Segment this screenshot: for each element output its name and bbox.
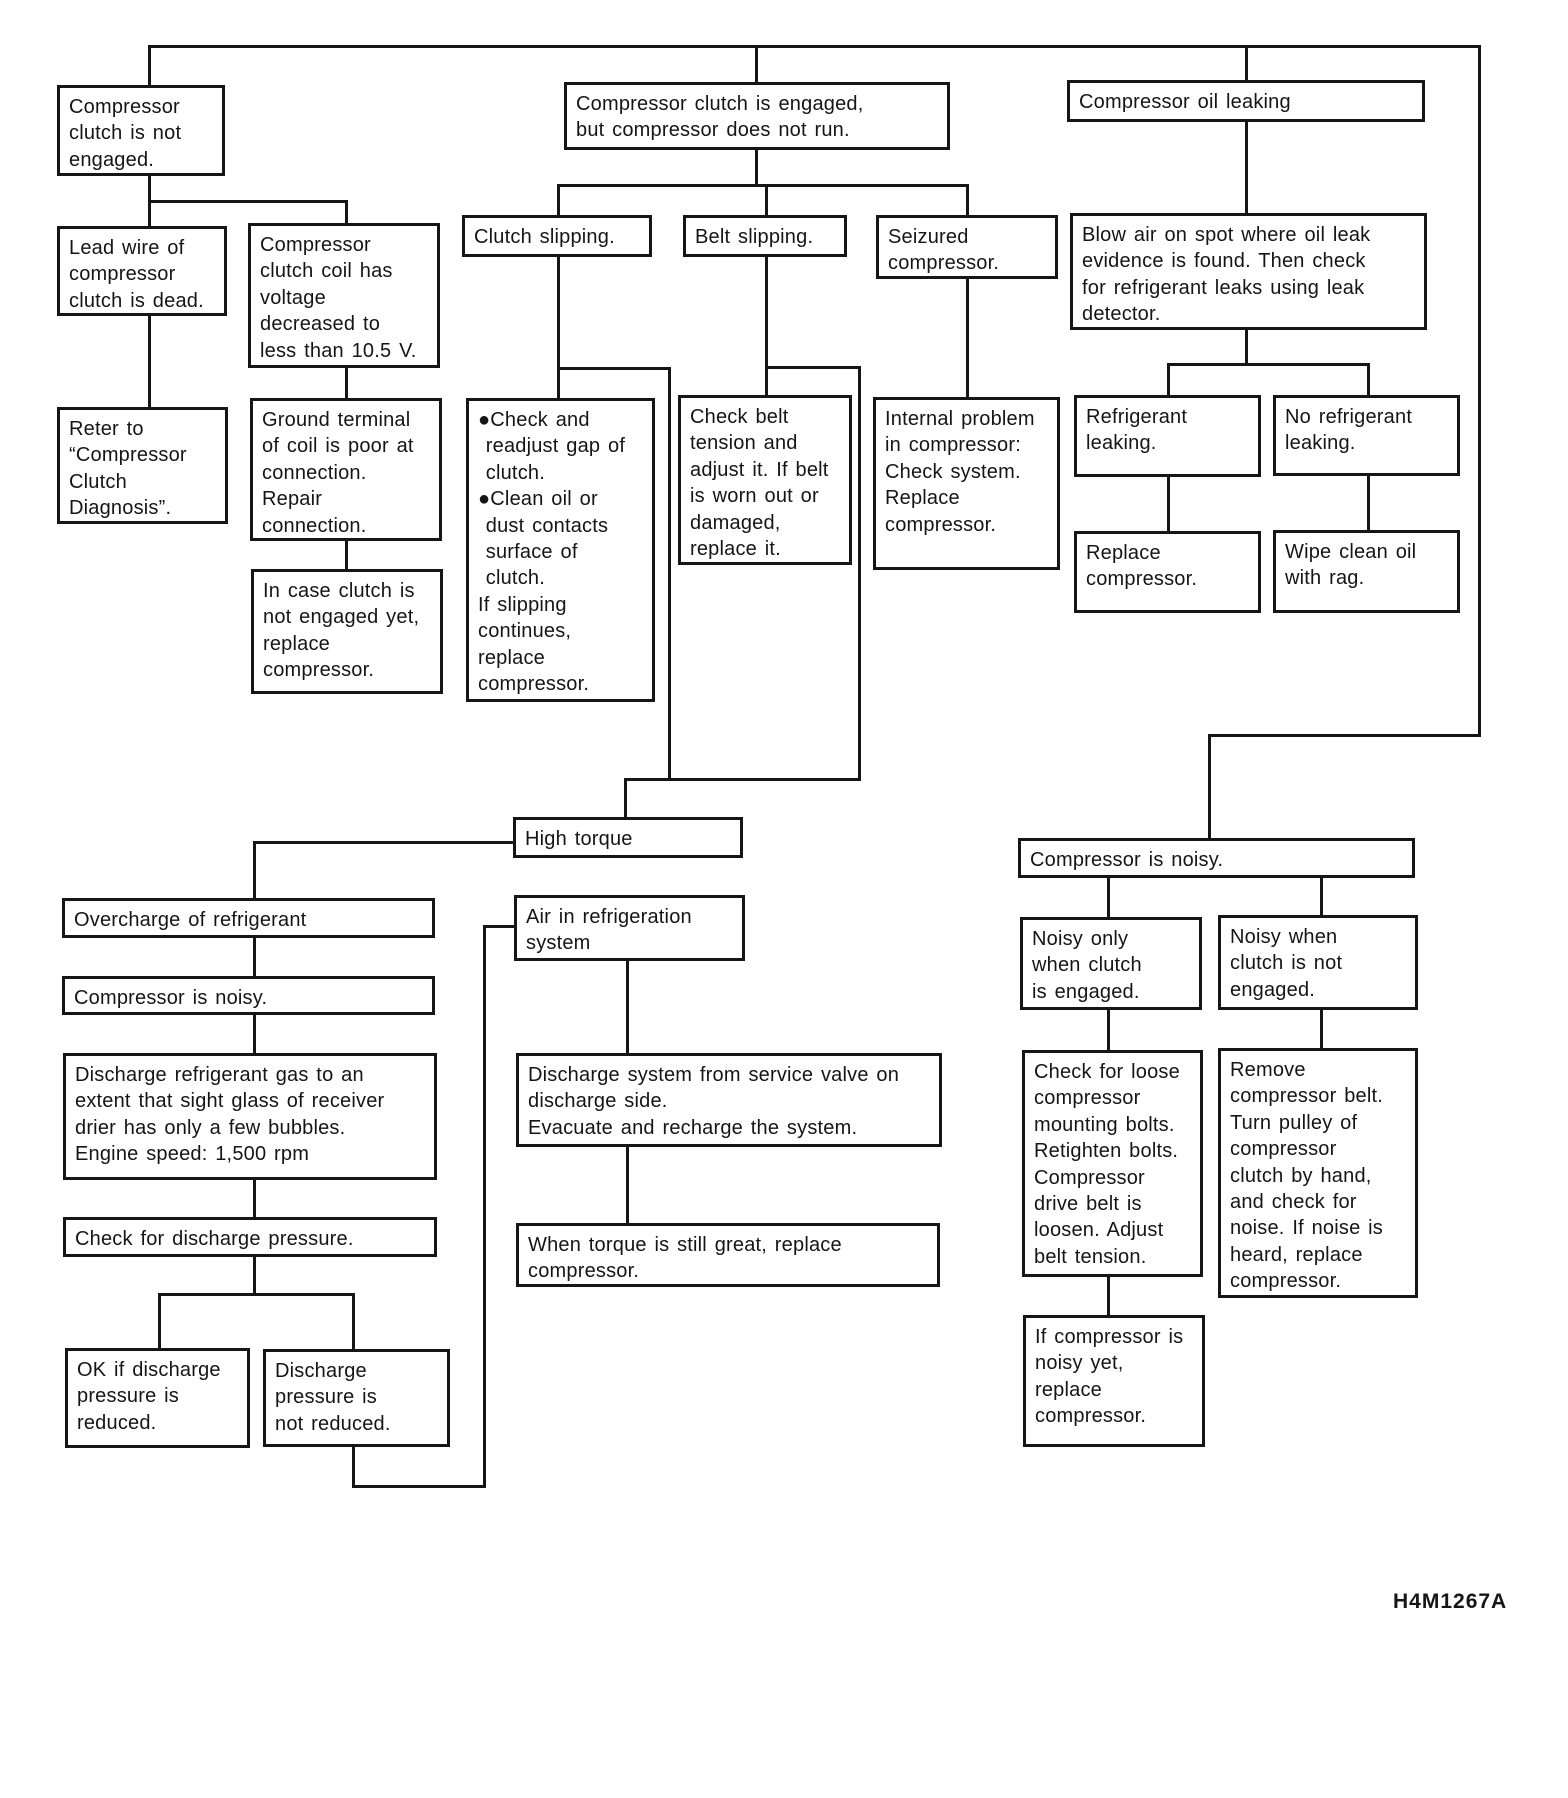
connector — [158, 1293, 161, 1348]
node-belt-slipping: Belt slipping. — [683, 215, 847, 257]
connector — [765, 257, 768, 395]
connector — [966, 279, 969, 397]
connector — [1107, 1277, 1110, 1315]
node-coil-voltage-low: Compressor clutch coil has voltage decre… — [248, 223, 440, 368]
node-noisy-clutch-engaged: Noisy only when clutch is engaged. — [1020, 917, 1202, 1010]
connector — [1478, 45, 1481, 737]
figure-code: H4M1267A — [1393, 1590, 1508, 1613]
connector — [1167, 363, 1370, 366]
connector — [253, 841, 513, 844]
connector — [966, 184, 969, 215]
connector — [1107, 1010, 1110, 1050]
connector — [765, 184, 768, 215]
connector — [1245, 45, 1248, 80]
connector — [352, 1293, 355, 1349]
connector — [765, 366, 861, 369]
node-noisy-clutch-not-engaged: Noisy when clutch is not engaged. — [1218, 915, 1418, 1010]
connector — [626, 961, 629, 1053]
connector — [1208, 734, 1481, 737]
node-clutch-slipping-actions: ●Check and readjust gap of clutch. ●Clea… — [466, 398, 655, 702]
node-oil-leaking: Compressor oil leaking — [1067, 80, 1425, 122]
connector — [755, 150, 758, 187]
node-internal-problem: Internal problem in compressor: Check sy… — [873, 397, 1060, 570]
connector — [1320, 1010, 1323, 1048]
node-torque-still-great-replace: When torque is still great, replace comp… — [516, 1223, 940, 1287]
node-pressure-not-reduced: Discharge pressure is not reduced. — [263, 1349, 450, 1447]
connector — [1367, 476, 1370, 530]
connector — [668, 367, 671, 781]
node-check-discharge-pressure: Check for discharge pressure. — [63, 1217, 437, 1257]
connector — [1367, 363, 1370, 395]
connector — [624, 778, 861, 781]
connector — [253, 1015, 256, 1053]
node-belt-tension-actions: Check belt tension and adjust it. If bel… — [678, 395, 852, 565]
connector — [557, 367, 671, 370]
node-clutch-slipping: Clutch slipping. — [462, 215, 652, 257]
node-air-in-system: Air in refrigeration system — [514, 895, 745, 961]
node-still-noisy-replace: If compressor is noisy yet, replace comp… — [1023, 1315, 1205, 1447]
connector — [148, 200, 348, 203]
connector — [483, 925, 486, 1488]
node-overcharge: Overcharge of refrigerant — [62, 898, 435, 938]
node-check-mounting-bolts: Check for loose compressor mounting bolt… — [1022, 1050, 1203, 1277]
node-wipe-oil: Wipe clean oil with rag. — [1273, 530, 1460, 613]
connector — [624, 778, 627, 817]
connector — [345, 368, 348, 398]
node-discharge-system-recharge: Discharge system from service valve on d… — [516, 1053, 942, 1147]
node-clutch-engaged-not-run: Compressor clutch is engaged, but compre… — [564, 82, 950, 150]
connector — [352, 1447, 355, 1488]
connector — [1245, 122, 1248, 213]
connector — [626, 1147, 629, 1223]
connector — [253, 1257, 256, 1296]
connector — [557, 184, 969, 187]
connector — [557, 257, 560, 398]
connector — [148, 45, 151, 85]
connector — [253, 938, 256, 976]
connector — [148, 316, 151, 407]
node-pressure-reduced-ok: OK if discharge pressure is reduced. — [65, 1348, 250, 1448]
node-clutch-not-engaged: Compressor clutch is not engaged. — [57, 85, 225, 176]
node-seized-compressor: Seizured compressor. — [876, 215, 1058, 279]
connector — [1245, 330, 1248, 366]
connector — [483, 925, 514, 928]
connector — [253, 841, 256, 898]
node-no-refrigerant-leaking: No refrigerant leaking. — [1273, 395, 1460, 476]
node-replace-compressor-if-not-engaged: In case clutch is not engaged yet, repla… — [251, 569, 443, 694]
connector — [1320, 878, 1323, 915]
connector — [345, 200, 348, 223]
connector — [1208, 734, 1211, 838]
connector — [345, 541, 348, 569]
connector — [755, 45, 758, 82]
connector — [148, 45, 1481, 48]
connector — [557, 184, 560, 215]
connector — [158, 1293, 355, 1296]
connector — [253, 1180, 256, 1217]
node-ground-terminal-poor: Ground terminal of coil is poor at conne… — [250, 398, 442, 541]
connector — [1167, 363, 1170, 395]
node-lead-wire-dead: Lead wire of compressor clutch is dead. — [57, 226, 227, 316]
node-high-torque: High torque — [513, 817, 743, 858]
connector — [858, 366, 861, 781]
node-refrigerant-leaking: Refrigerant leaking. — [1074, 395, 1261, 477]
node-compressor-noisy-right: Compressor is noisy. — [1018, 838, 1415, 878]
node-refer-clutch-diagnosis: Reter to “Compressor Clutch Diagnosis”. — [57, 407, 228, 524]
connector — [352, 1485, 486, 1488]
node-remove-belt-check-noise: Remove compressor belt. Turn pulley of c… — [1218, 1048, 1418, 1298]
node-replace-compressor: Replace compressor. — [1074, 531, 1261, 613]
node-compressor-noisy-left: Compressor is noisy. — [62, 976, 435, 1015]
node-discharge-refrigerant-gas: Discharge refrigerant gas to an extent t… — [63, 1053, 437, 1180]
connector — [1167, 477, 1170, 531]
node-blow-air-check-leaks: Blow air on spot where oil leak evidence… — [1070, 213, 1427, 330]
connector — [1107, 878, 1110, 917]
